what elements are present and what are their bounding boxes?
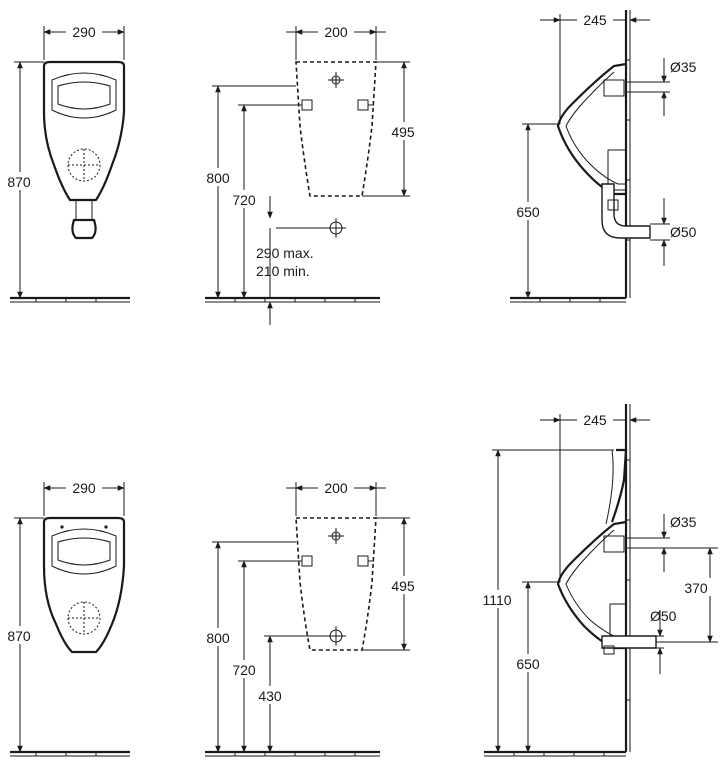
bottom-back-view: 200 495 800 720 430 <box>200 478 420 757</box>
floor-line <box>205 296 380 303</box>
inlet-note-min: 210 min. <box>256 263 310 279</box>
bottom-side-view: 245 Ø35 370 Ø50 1110 <box>474 404 718 757</box>
back-level-720-label: 720 <box>232 662 256 678</box>
urinal-front-outline <box>42 516 126 654</box>
front-width-label: 290 <box>72 24 96 40</box>
back-level-720-label: 720 <box>232 192 256 208</box>
front-width-label: 290 <box>72 480 96 496</box>
dim-side-inlet: Ø35 <box>626 514 718 572</box>
dim-front-width: 290 <box>43 22 125 60</box>
back-height-label: 495 <box>391 578 415 594</box>
urinal-back-outline <box>276 61 377 238</box>
dim-inlet-range: 290 max. 210 min. <box>256 196 314 325</box>
dim-back-level-800: 800 <box>200 541 296 753</box>
dim-side-outlet: Ø50 <box>650 608 677 674</box>
dim-front-height: 870 <box>2 517 44 753</box>
dim-side-inlet: Ø35 <box>626 58 697 116</box>
floor-line <box>10 750 130 757</box>
dim-back-level-720: 720 <box>226 560 302 753</box>
dim-back-width: 200 <box>286 478 386 516</box>
dim-back-level-720: 720 <box>226 104 302 299</box>
inlet-note-max: 290 max. <box>256 245 314 261</box>
dim-back-width: 200 <box>286 22 386 60</box>
side-depth-label: 245 <box>583 412 607 428</box>
dim-back-height: 495 <box>362 61 420 197</box>
top-front-view: 290 870 <box>2 22 130 303</box>
back-width-label: 200 <box>324 480 348 496</box>
side-total-label: 1110 <box>482 592 511 608</box>
side-height-label: 650 <box>516 656 540 672</box>
dim-back-level-430: 430 <box>252 635 288 753</box>
dim-side-height: 650 <box>510 581 560 753</box>
wall-line <box>624 10 631 298</box>
front-height-label: 870 <box>7 174 31 190</box>
dim-side-total: 1110 <box>474 449 614 753</box>
urinal-back-outline <box>264 517 377 651</box>
front-height-label: 870 <box>7 628 31 644</box>
side-inlet-label: Ø35 <box>670 514 697 530</box>
urinal-side-outline <box>556 62 651 239</box>
back-level-800-label: 800 <box>206 170 230 186</box>
side-outlet-label: Ø50 <box>670 224 697 240</box>
side-depth-label: 245 <box>583 12 607 28</box>
back-height-label: 495 <box>391 124 415 140</box>
floor-line <box>10 296 130 303</box>
side-outlet-label: Ø50 <box>650 608 677 624</box>
dim-side-height: 650 <box>510 123 560 299</box>
urinal-front-outline <box>42 60 126 240</box>
dim-front-width: 290 <box>43 478 125 516</box>
dim-back-height: 495 <box>362 517 420 651</box>
top-back-view: 200 495 800 720 290 max. 210 min. <box>200 22 420 325</box>
side-inlet-label: Ø35 <box>670 59 697 75</box>
urinal-side-outline <box>556 448 657 655</box>
floor-line <box>510 296 626 303</box>
side-offset-label: 370 <box>684 580 708 596</box>
bottom-front-view: 290 870 <box>2 478 130 757</box>
side-height-label: 650 <box>516 204 540 220</box>
back-level-800-label: 800 <box>206 630 230 646</box>
back-width-label: 200 <box>324 24 348 40</box>
back-level-430-label: 430 <box>258 688 282 704</box>
dim-side-depth: 245 <box>540 410 650 582</box>
top-side-view: 245 Ø35 Ø50 650 <box>510 10 697 303</box>
dim-front-height: 870 <box>2 61 44 299</box>
floor-line <box>205 750 380 757</box>
dim-side-depth: 245 <box>540 10 650 124</box>
floor-line <box>484 750 626 757</box>
dim-side-outlet: Ø50 <box>650 198 697 266</box>
dim-side-offset: 370 <box>656 547 718 643</box>
dim-back-level-800: 800 <box>200 85 296 299</box>
